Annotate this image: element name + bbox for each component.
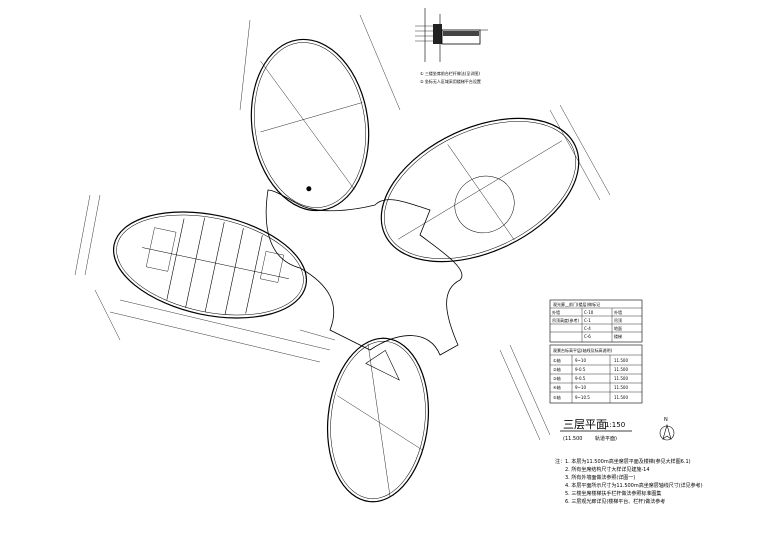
- legend2-r3c0: ④轴: [553, 384, 561, 390]
- legend1-r0c1: C-10: [584, 310, 594, 315]
- north-arrow-icon: N: [659, 417, 675, 441]
- elevation-label: (11.500: [563, 436, 582, 442]
- west-petal: [112, 211, 308, 319]
- north-petal: [250, 38, 370, 212]
- legend2-r3c1: 9~10: [575, 385, 586, 390]
- note-4: 4. 本层平面所示尺寸为11.500m高坐席层轴线尺寸(详见参考): [565, 482, 703, 489]
- detail-section: ① 三楼坐席前台栏杆做法(见详图) ② 坐标无人区域采用楼梯平台设置: [415, 8, 488, 84]
- legend2-r4c0: ⑤轴: [553, 394, 561, 400]
- legend2-r1c1: 9-0.5: [575, 367, 586, 372]
- north-label: N: [664, 417, 668, 423]
- legend-table-1: 观光廊__前门(楼层)做标记 外墙 C-10 外墙 吊顶高度(参考) C-1 吊…: [549, 299, 643, 343]
- legend2-r1c0: ②轴: [553, 366, 561, 372]
- title-block: 三层平面 1:150 (11.500 轨道平面): [560, 418, 632, 442]
- note-3: 3. 所有外墙面做法参照(详图一): [565, 474, 635, 481]
- legend-title-1: 观光廊__前门(楼层)做标记: [553, 301, 600, 307]
- legend1-r3c2: 楼梯: [614, 333, 622, 339]
- legend1-r1c0: 吊顶高度(参考): [552, 317, 580, 323]
- legend2-r4c1: 9~10.5: [575, 395, 590, 400]
- legend-table-2: 观景台标高平层(轴线及标高说明) ①轴 9~10 11.500 ②轴 9-0.5…: [549, 344, 643, 404]
- legend2-r3c2: 11.500: [614, 385, 628, 390]
- legend2-r2c2: 11.500: [614, 376, 628, 381]
- legend1-r0c0: 外墙: [552, 309, 560, 315]
- note-1: 注：1. 本层为11.500m高坐席层平面及楼梯(参见大样图6.1): [555, 458, 691, 465]
- drawing-scale: 1:150: [605, 421, 625, 429]
- legend-title-2: 观景台标高平层(轴线及标高说明): [553, 347, 613, 353]
- east-petal: [380, 117, 580, 263]
- legend2-r4c2: 11.500: [614, 395, 628, 400]
- legend2-r1c2: 11.500: [614, 367, 628, 372]
- south-petal: [326, 337, 430, 503]
- legend2-r0c0: ①轴: [553, 357, 561, 363]
- drawing-title: 三层平面: [563, 418, 607, 431]
- legend1-r2c1: C-4: [584, 326, 591, 331]
- central-hub-outline: [265, 189, 463, 356]
- elevation-note: 轨道平面): [595, 435, 617, 442]
- dimension-lines: [74, 14, 611, 441]
- note-5: 5. 三楼坐席楼梯扶手栏杆做法参照标准图集: [565, 490, 661, 497]
- detail-note-2: ② 坐标无人区域采用楼梯平台设置: [420, 78, 481, 84]
- detail-note-1: ① 三楼坐席前台栏杆做法(见详图): [420, 70, 480, 76]
- note-2: 2. 所有坐席结构尺寸大样详见建施-14: [565, 466, 650, 473]
- legend2-r0c2: 11.500: [614, 358, 628, 363]
- legend1-r1c1: C-1: [584, 318, 591, 323]
- legend2-r0c1: 9~10: [575, 358, 586, 363]
- note-6: 6. 三层观光廊详见(楼梯平台、栏杆)做法参考: [565, 498, 665, 505]
- legend2-r2c0: ③轴: [553, 375, 561, 381]
- legend2-r2c1: 9-0.5: [575, 376, 586, 381]
- legend1-r0c2: 外墙: [614, 309, 622, 315]
- legend1-r3c1: C-6: [584, 334, 591, 339]
- legend1-r1c2: 吊顶: [614, 318, 622, 323]
- legend1-r2c2: 地面: [614, 325, 622, 331]
- general-notes: 注：1. 本层为11.500m高坐席层平面及楼梯(参见大样图6.1) 2. 所有…: [555, 458, 703, 505]
